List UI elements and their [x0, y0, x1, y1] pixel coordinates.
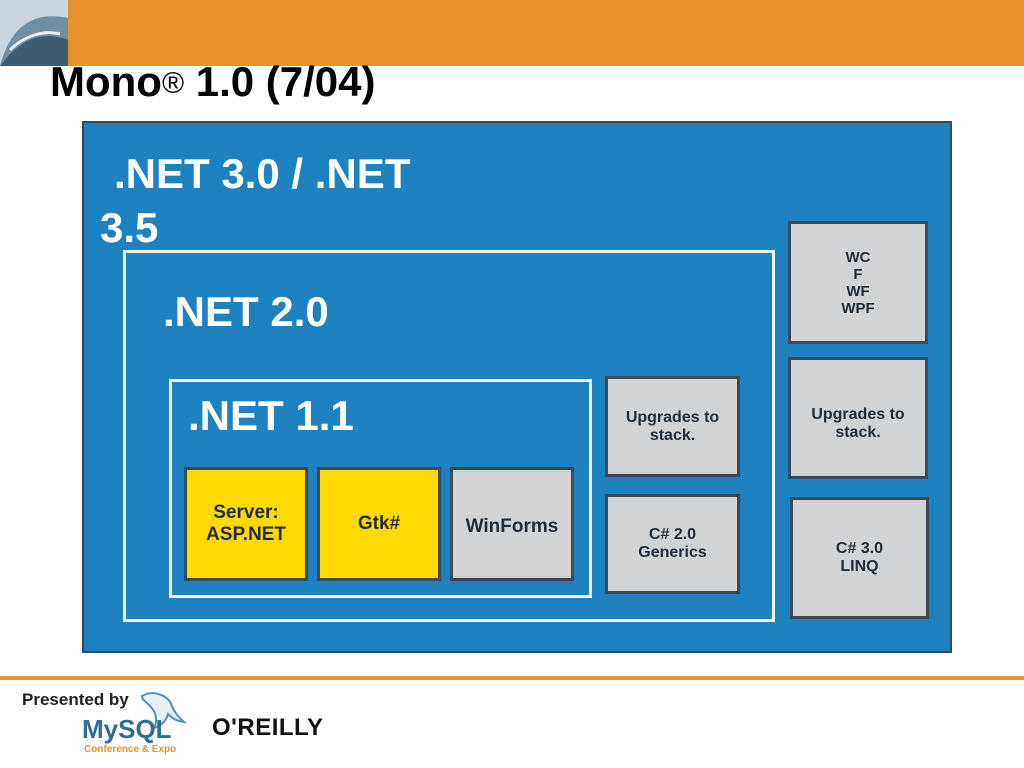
header-bar: [0, 0, 1024, 66]
presented-by-label: Presented by: [22, 690, 129, 709]
server-aspnet-tile: Server: ASP.NET: [184, 467, 308, 581]
wcf-wf-wpf-tile: WC F WF WPF: [788, 221, 928, 344]
mysql-conference-logo: MySQL Conference & Expo: [80, 688, 190, 758]
upgrades-net20-tile: Upgrades to stack.: [605, 376, 740, 477]
net11-heading: .NET 1.1: [188, 392, 354, 439]
gtk-tile: Gtk#: [317, 467, 441, 581]
csharp30-linq-tile: C# 3.0 LINQ: [790, 497, 929, 619]
winforms-tile: WinForms: [450, 467, 574, 581]
footer-divider: [0, 676, 1024, 680]
net35-heading-line1: .NET 3.0 / .NET: [114, 150, 411, 197]
conference-expo-text: Conference & Expo: [84, 744, 176, 755]
registered-mark: ®: [161, 67, 185, 100]
mysql-wordmark: MySQL: [82, 714, 172, 744]
upgrades-net35-tile: Upgrades to stack.: [788, 357, 928, 479]
net11-box: [169, 379, 592, 598]
net20-box: [123, 250, 775, 622]
title-rest: 1.0 (7/04): [184, 58, 376, 105]
oreilly-logo: O'REILLY: [212, 714, 324, 741]
wave-graphic: [0, 0, 68, 66]
net35-heading-line2: 3.5: [100, 204, 159, 251]
csharp20-generics-tile: C# 2.0 Generics: [605, 494, 740, 594]
slide-title: Mono® 1.0 (7/04): [50, 58, 376, 106]
net20-heading: .NET 2.0: [163, 288, 329, 335]
title-main: Mono: [50, 58, 162, 105]
